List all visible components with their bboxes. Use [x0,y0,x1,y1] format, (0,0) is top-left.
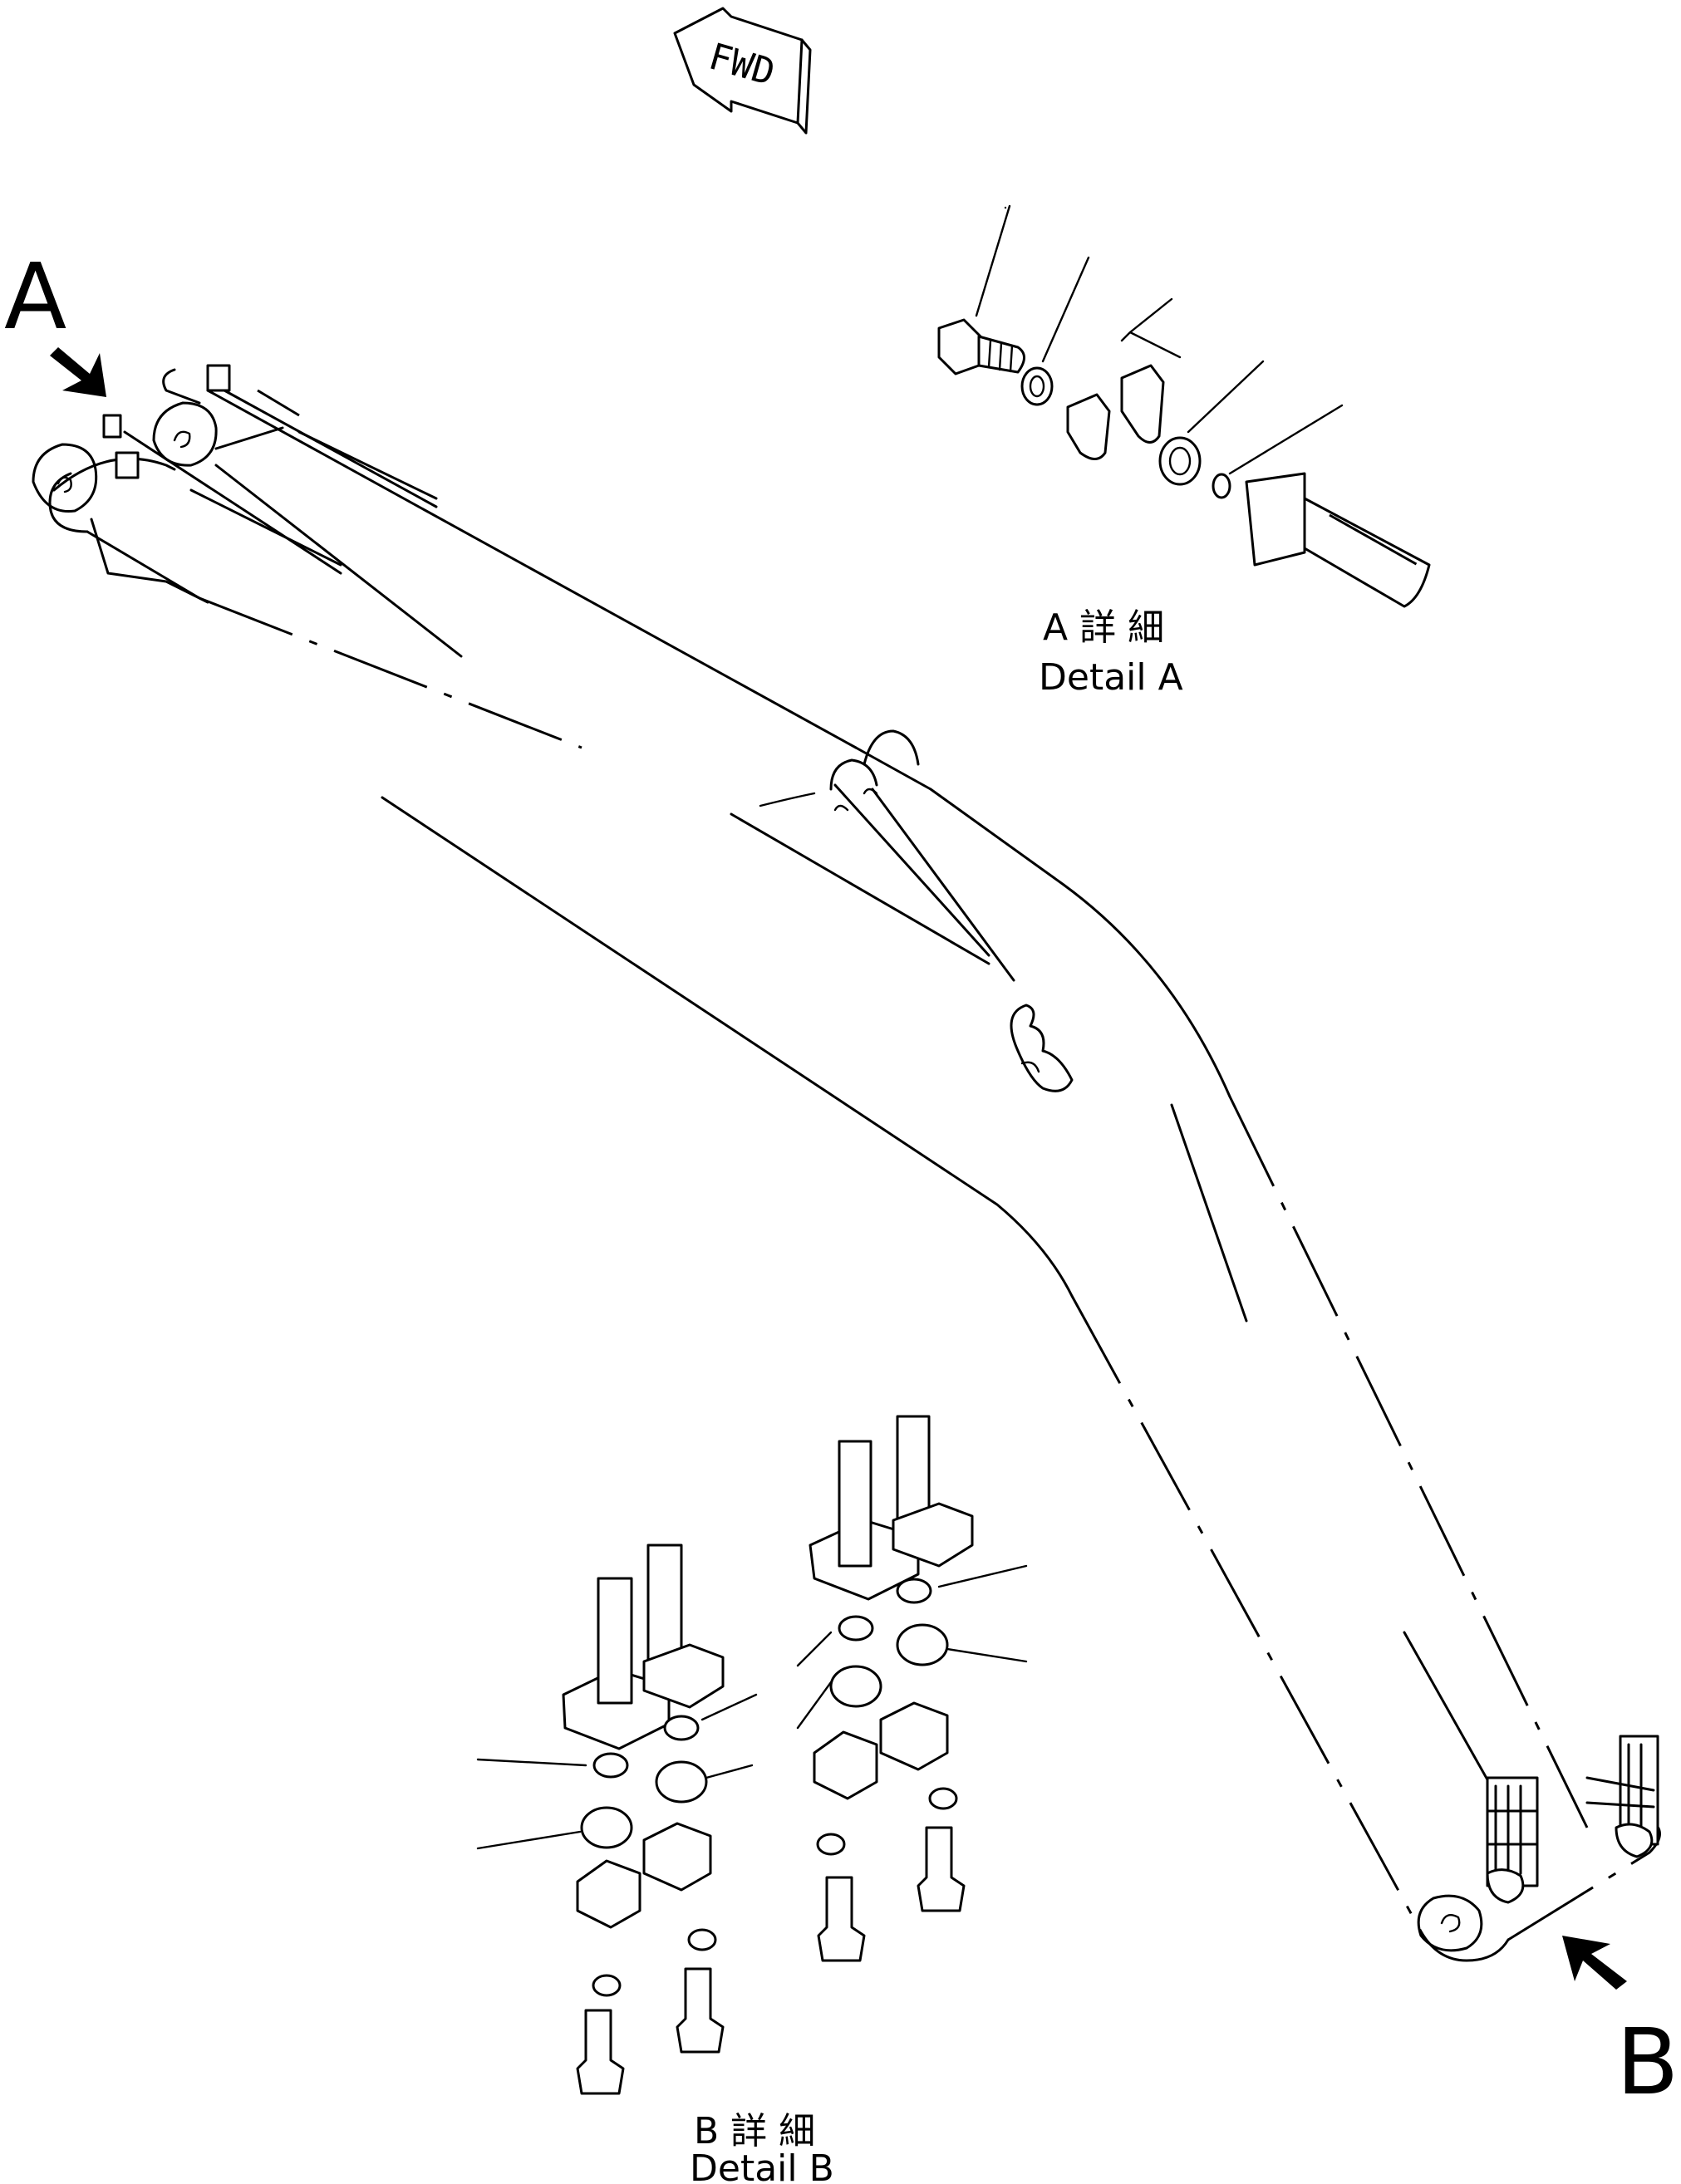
callout-b-letter: B [1616,2009,1679,2115]
detail-a-assembly [937,204,1431,608]
fwd-arrow-icon: FWD [673,7,812,135]
detail-b-jp-label: B 詳 細 [694,2110,815,2152]
detail-b-assembly [476,1415,1028,2095]
arrow-b-icon [1562,1936,1627,1990]
callout-a-letter: A [4,243,66,350]
detail-a-en-label: Detail A [1039,656,1183,699]
arm-body [32,364,1661,1962]
detail-a-jp-label: A 詳 細 [1043,606,1164,649]
detail-b-en-label: Detail B [690,2147,834,2184]
arrow-a-icon [50,347,106,397]
